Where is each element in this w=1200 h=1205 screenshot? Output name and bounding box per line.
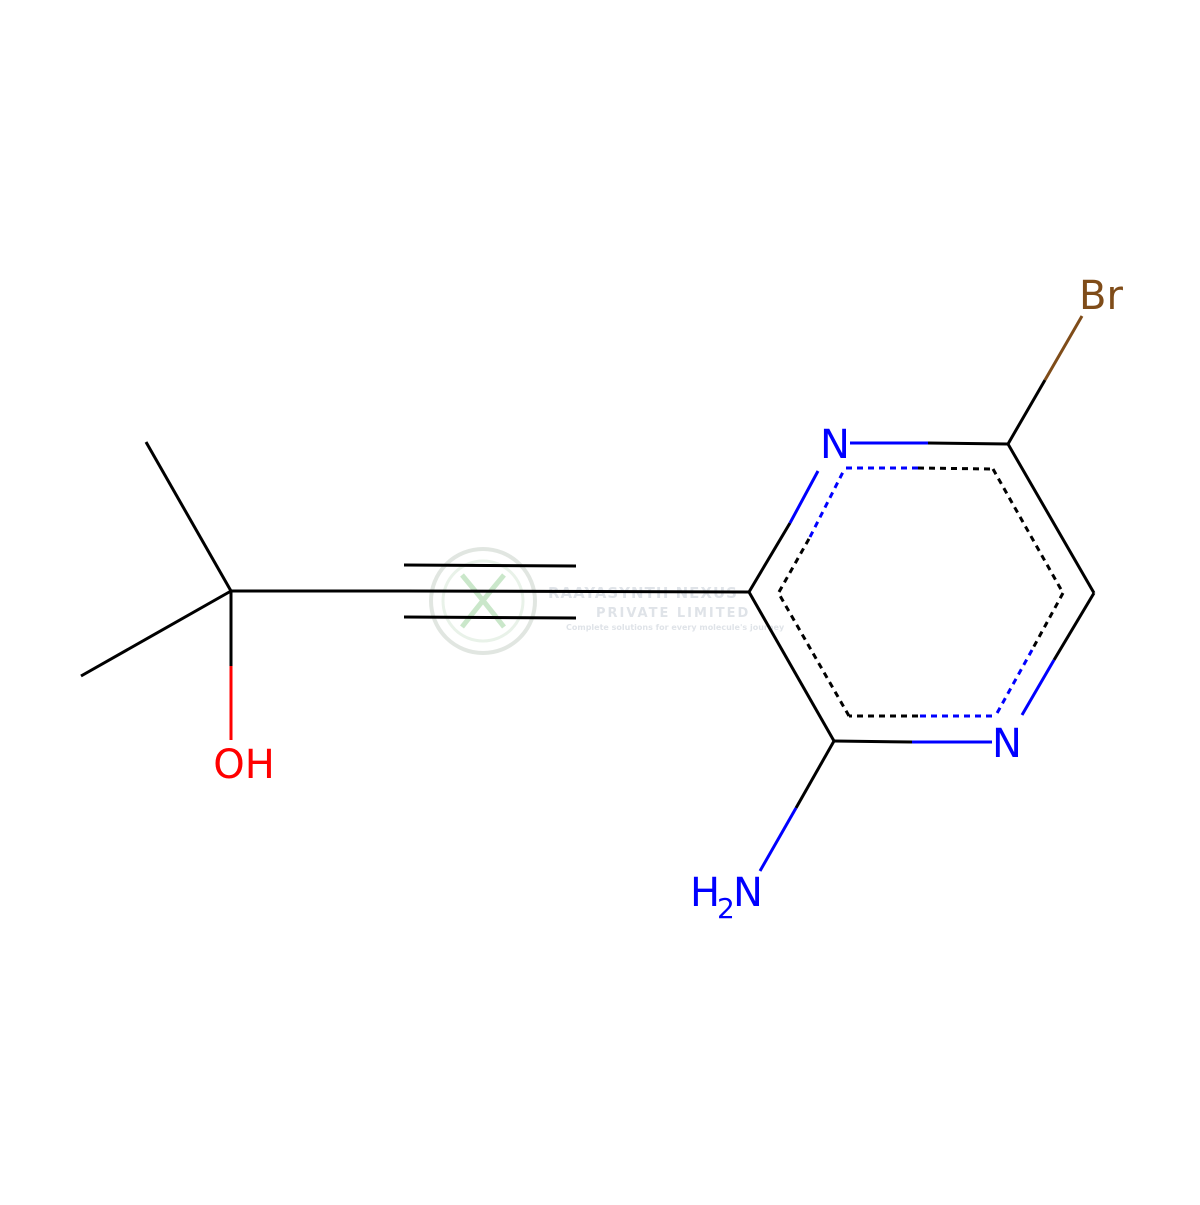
atom-nitrogen-top: N	[820, 422, 850, 468]
bond-c5-n4-blue	[1020, 659, 1056, 716]
aromatic-c5-n4-blue	[994, 649, 1034, 716]
watermark-logo-inner	[441, 559, 525, 643]
bond-triple-upper	[403, 563, 577, 568]
bond-n1-c6-black	[927, 441, 1009, 446]
aromatic-n1-c6-black	[917, 466, 994, 471]
aromatic-inner-ring	[777, 466, 1065, 718]
bond-c-br-brown	[1043, 315, 1084, 381]
watermark-logo-ring	[429, 547, 537, 655]
bond-c3-c2	[747, 591, 836, 742]
bond-c5-n4-black	[1052, 592, 1096, 661]
bond-n4-c3-black	[833, 739, 913, 744]
bond-c-nh2-black	[794, 740, 836, 809]
watermark: RAAYASYNTH NEXUS PRIVATE LIMITED Complet…	[429, 547, 785, 655]
atom-nitrogen-bottom: N	[992, 721, 1022, 767]
bond-c2-n1-blue	[788, 470, 820, 524]
bond-triple-lower	[403, 615, 577, 620]
atom-bromine: Br	[1079, 273, 1123, 319]
atom-amino-subscript: 2	[717, 892, 735, 925]
bond-c2-n1-black	[747, 522, 792, 593]
atom-amino-group: H 2 N	[690, 870, 763, 925]
watermark-subtitle: PRIVATE LIMITED	[596, 606, 750, 621]
aromatic-c6-c5	[991, 468, 1065, 594]
atom-hydroxyl: OH	[213, 742, 275, 788]
aromatic-c2-n1-blue	[808, 471, 845, 538]
atom-amino-hydrogen: H	[690, 870, 720, 916]
aromatic-c3-c2	[777, 593, 851, 717]
bond-triple-center	[403, 589, 750, 594]
bond-methyl-left	[80, 589, 232, 678]
bond-c-br-black	[1006, 379, 1047, 445]
bond-c6-c5	[1006, 443, 1096, 594]
aromatic-c5-n4-black	[1030, 592, 1065, 651]
atom-amino-nitrogen: N	[733, 870, 763, 916]
watermark-logo-helix-icon	[460, 573, 506, 629]
bond-c-nh2-blue	[758, 807, 798, 872]
watermark-tagline: Complete solutions for every molecule's …	[566, 623, 785, 632]
aromatic-c2-n1-black	[777, 536, 812, 593]
bond-methyl-top	[144, 441, 233, 592]
